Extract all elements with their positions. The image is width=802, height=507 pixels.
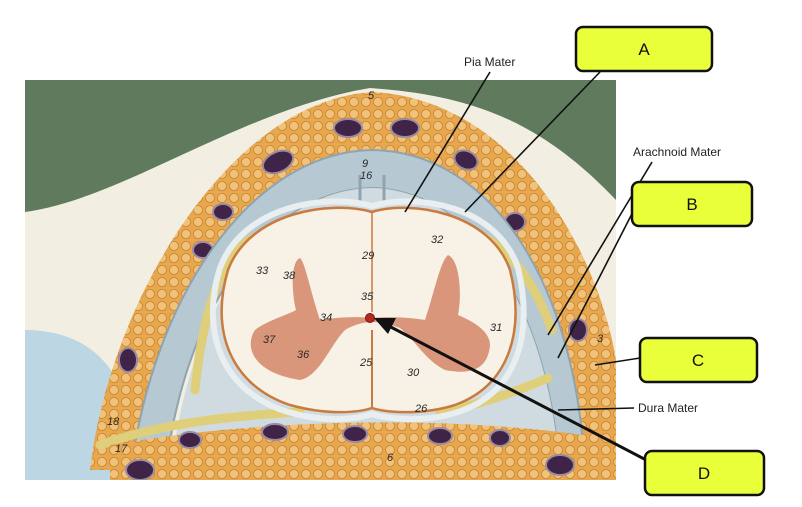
model-number-labels: 5 9 16 29 32 33 38 35 34 37 36 25 30 31 …	[107, 90, 604, 464]
box-d-arrow-line	[384, 322, 651, 464]
model-num-37: 37	[263, 334, 276, 346]
epidural-veins	[118, 118, 588, 373]
model-num-36: 36	[297, 349, 310, 361]
box-a-pointer	[464, 71, 601, 213]
pia-mater-pointer	[404, 71, 491, 213]
arachnoid-mater-label: Arachnoid Mater	[633, 145, 721, 159]
box-c-pointer	[594, 357, 641, 366]
pia-mater-label: Pia Mater	[464, 55, 515, 69]
model-num-9: 9	[362, 158, 368, 170]
gray-matter-right	[372, 255, 490, 372]
model-num-29: 29	[361, 250, 374, 262]
model-photo: 5 9 16 29 32 33 38 35 34 37 36 25 30 31 …	[25, 80, 616, 480]
model-num-16: 16	[360, 170, 373, 182]
model-num-18: 18	[107, 416, 120, 428]
answer-box-a: A	[574, 25, 714, 73]
dura-mater-pointer	[557, 407, 635, 411]
epidural-fat-layer	[90, 92, 616, 470]
model-num-31: 31	[490, 322, 502, 334]
model-num-30: 30	[407, 367, 420, 379]
answer-box-c: C	[638, 336, 759, 384]
dura-mater-label: Dura Mater	[638, 401, 698, 415]
model-num-34: 34	[320, 312, 332, 324]
box-d-letter: D	[698, 464, 710, 483]
box-b-pointer	[557, 201, 639, 359]
answer-box-b: B	[630, 180, 754, 228]
model-num-25: 25	[359, 357, 373, 369]
gray-matter-left	[250, 258, 372, 380]
model-num-6: 6	[387, 452, 394, 464]
box-c-letter: C	[692, 351, 704, 370]
spinal-cord	[220, 206, 517, 414]
model-num-5: 5	[368, 90, 375, 102]
model-num-3: 3	[597, 333, 604, 345]
model-num-33: 33	[256, 265, 269, 277]
anterior-veins	[125, 423, 575, 480]
box-d-arrowhead	[374, 318, 396, 334]
posterior-septum	[358, 175, 386, 205]
model-num-17: 17	[115, 443, 128, 455]
model-num-32: 32	[431, 234, 443, 246]
box-a-letter: A	[638, 40, 650, 59]
answer-box-d: D	[643, 449, 766, 497]
central-canal	[365, 313, 375, 323]
model-num-38: 38	[283, 270, 296, 282]
model-num-35: 35	[361, 291, 374, 303]
model-num-26: 26	[414, 403, 428, 415]
box-b-letter: B	[686, 195, 697, 214]
pia-mater-layer	[209, 198, 527, 423]
